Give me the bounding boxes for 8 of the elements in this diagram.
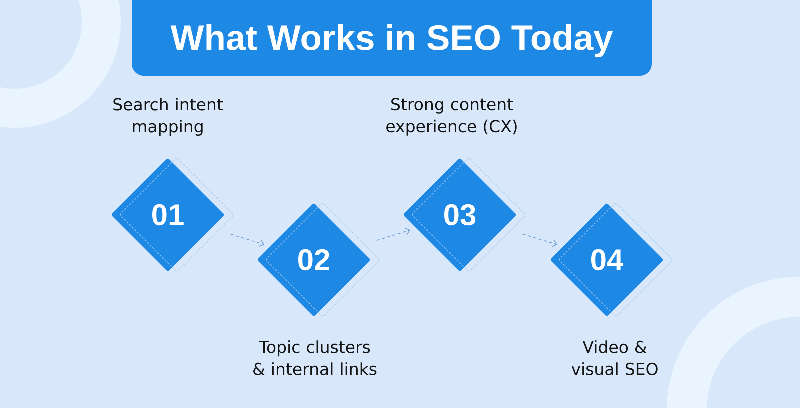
step-label: Topic clusters & internal links xyxy=(254,340,377,376)
arrow xyxy=(522,234,558,248)
step-label: Search intent mapping xyxy=(114,98,223,136)
step-label: Strong content experience (CX) xyxy=(386,98,517,136)
title-banner: What Works in SEO Today xyxy=(132,0,652,76)
arrow xyxy=(376,228,411,242)
step-label: Video & visual SEO xyxy=(572,340,658,376)
arrow xyxy=(230,234,265,248)
